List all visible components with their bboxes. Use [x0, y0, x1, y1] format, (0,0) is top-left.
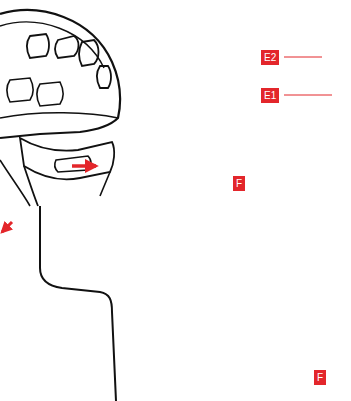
red-arrow [2, 222, 12, 232]
helmet-shell [0, 10, 120, 138]
leader-line [284, 95, 332, 96]
callout-label: F [233, 176, 245, 191]
adjuster-slot [55, 156, 91, 172]
vent [7, 78, 33, 102]
vent [37, 82, 63, 106]
neck-outline [40, 206, 116, 401]
strap [100, 172, 110, 196]
helmet-rim [0, 113, 118, 118]
callout-label: F [314, 370, 326, 385]
red-arrow [72, 164, 96, 168]
strap [0, 160, 30, 206]
vent [55, 36, 79, 58]
vent [27, 34, 49, 58]
vent [79, 40, 99, 66]
leader-line [284, 57, 322, 58]
shell-ridge [0, 22, 104, 68]
callout-label: E2 [261, 50, 279, 65]
vent [97, 66, 111, 88]
headband [20, 138, 114, 179]
callout-label: E1 [261, 88, 279, 103]
